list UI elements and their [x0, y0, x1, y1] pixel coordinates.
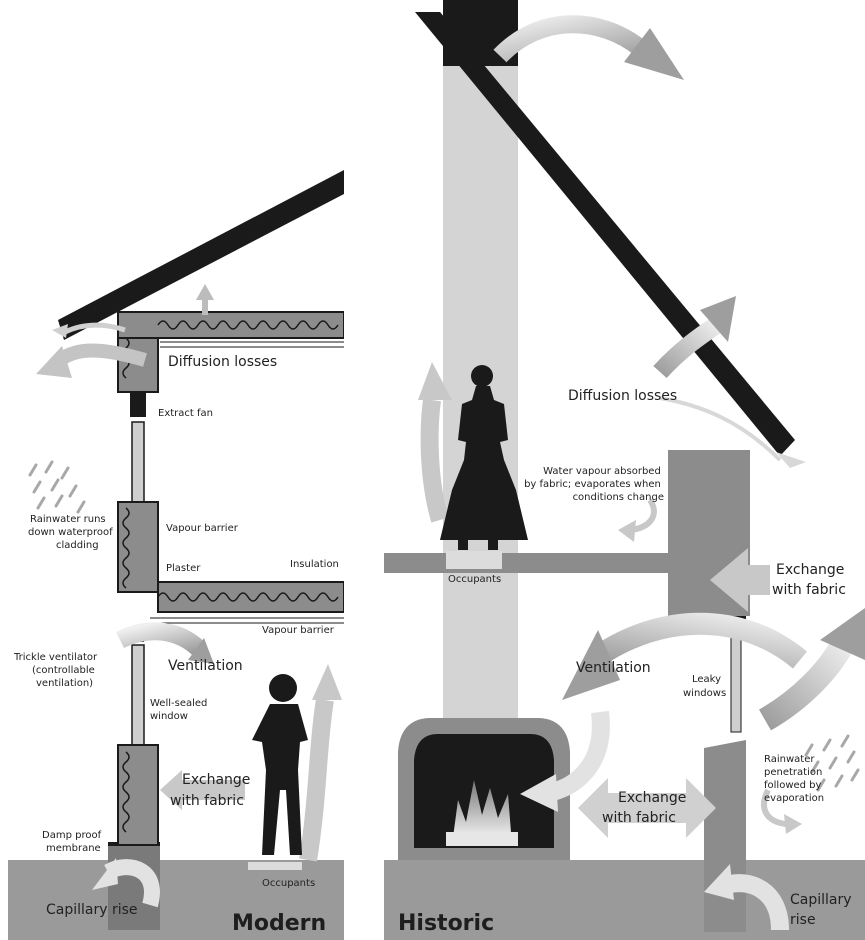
- historic-panel: Diffusion losses Water vapour absorbed b…: [384, 0, 865, 940]
- window-label: Well-sealed window: [150, 698, 211, 722]
- ceiling-slab: [118, 312, 344, 338]
- historic-ventilation-label: Ventilation: [576, 660, 651, 676]
- ventilation-arrow-historic: [600, 624, 800, 660]
- trickle-line-1: Trickle ventilator: [13, 652, 98, 663]
- exchange-right-label: Exchange with fabric: [772, 562, 849, 598]
- exchange-fire-line-1: Exchange: [618, 790, 686, 806]
- extract-fan-label: Extract fan: [158, 408, 213, 419]
- leaky-window: [731, 624, 741, 732]
- historic-wall-lower: [704, 740, 746, 932]
- historic-occupants-label: Occupants: [448, 574, 501, 585]
- historic-floor: [384, 553, 670, 573]
- capillary-hist-line-2: rise: [790, 912, 816, 928]
- fire-grate: [446, 832, 518, 846]
- damp-line-2: membrane: [46, 843, 101, 854]
- vapour-barrier-label-1: Vapour barrier: [166, 523, 239, 534]
- trickle-line-3: ventilation): [36, 678, 93, 689]
- rainwater-line-3: cladding: [56, 540, 99, 551]
- historic-occupant-mat: [446, 551, 502, 569]
- historic-occupant-arrow: [430, 400, 440, 520]
- rainwater-label-modern: Rainwater runs down waterproof cladding: [28, 514, 116, 551]
- rain-hist-line-2: penetration: [764, 767, 822, 778]
- water-vapour-line-1: Water vapour absorbed: [543, 466, 661, 477]
- rainwater-label-historic: Rainwater penetration followed by evapor…: [764, 754, 826, 804]
- rainwater-line-2: down waterproof: [28, 527, 113, 538]
- modern-occupant-mat: [248, 862, 302, 870]
- modern-occupant: [252, 674, 308, 855]
- occupant-arrow-modern: [308, 700, 325, 860]
- plaster-label: Plaster: [166, 563, 201, 574]
- water-vapour-line-3: conditions change: [573, 492, 664, 503]
- modern-diffusion-label: Diffusion losses: [168, 354, 277, 370]
- leaky-windows-label: Leaky windows: [683, 674, 726, 699]
- vapour-barrier-label-2: Vapour barrier: [262, 625, 335, 636]
- modern-panel: Diffusion losses Extract fan Rainwater r…: [8, 170, 344, 940]
- water-vapour-line-2: by fabric; evaporates when: [524, 479, 661, 490]
- window-line-2: window: [150, 711, 188, 722]
- window-line-1: Well-sealed: [150, 698, 207, 709]
- rainwater-line-1: Rainwater runs: [30, 514, 106, 525]
- trickle-label: Trickle ventilator (controllable ventila…: [13, 652, 100, 689]
- rain-hist-line-4: evaporation: [764, 793, 824, 804]
- historic-panel-title: Historic: [398, 911, 494, 936]
- rain-streaks-modern: [30, 462, 84, 512]
- leaky-line-2: windows: [683, 688, 726, 699]
- exchange-modern-line-1: Exchange: [182, 772, 250, 788]
- historic-diffusion-label: Diffusion losses: [568, 388, 677, 404]
- exchange-fire-line-2: with fabric: [602, 810, 676, 826]
- capillary-hist-line-1: Capillary: [790, 892, 852, 908]
- water-vapour-label: Water vapour absorbed by fabric; evapora…: [524, 466, 664, 503]
- extract-fan: [130, 393, 146, 417]
- modern-occupants-label: Occupants: [262, 878, 315, 889]
- chimney-arrow: [500, 24, 640, 56]
- leaky-line-1: Leaky: [692, 674, 721, 685]
- rain-hist-line-1: Rainwater: [764, 754, 815, 765]
- window-frame-upper: [132, 422, 144, 502]
- damp-proof-label: Damp proof membrane: [42, 830, 104, 854]
- trickle-line-2: (controllable: [32, 665, 95, 676]
- rain-hist-line-3: followed by: [764, 780, 822, 791]
- modern-panel-title: Modern: [232, 911, 326, 936]
- panel-divider: [344, 0, 384, 940]
- modern-capillary-label: Capillary rise: [46, 902, 138, 918]
- exchange-modern-line-2: with fabric: [170, 793, 244, 809]
- floor-slab: [158, 582, 344, 612]
- damp-line-1: Damp proof: [42, 830, 102, 841]
- well-sealed-window: [132, 645, 144, 745]
- diffusion-arrow-up: [196, 284, 214, 315]
- diffusion-arrow-left: [60, 351, 145, 360]
- exchange-right-line-2: with fabric: [772, 582, 846, 598]
- insulation-label: Insulation: [290, 559, 339, 570]
- exchange-right-line-1: Exchange: [776, 562, 844, 578]
- modern-ventilation-label: Ventilation: [168, 658, 243, 674]
